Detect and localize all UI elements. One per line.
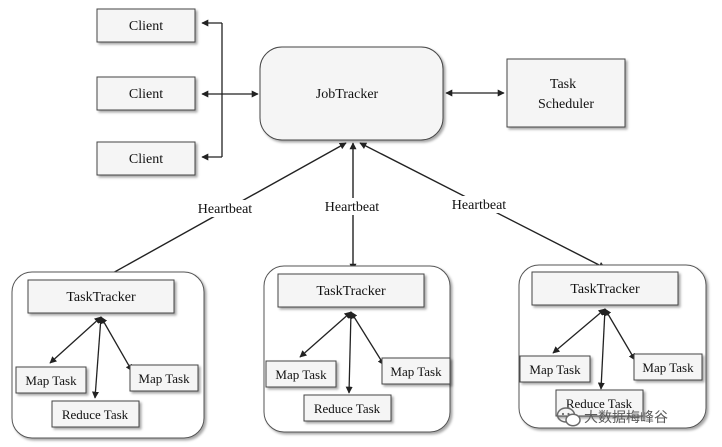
tasktracker-node-1: TaskTracker Map Task Map Task Reduce Tas… xyxy=(11,271,205,439)
heartbeat-labels: Heartbeat Heartbeat Heartbeat xyxy=(194,196,510,217)
heartbeat-label-3: Heartbeat xyxy=(452,198,507,213)
map-task-label: Map Task xyxy=(138,371,190,386)
heartbeat-label-2: Heartbeat xyxy=(325,200,380,215)
map-task-label: Map Task xyxy=(275,367,327,382)
tasktracker-label: TaskTracker xyxy=(316,284,386,299)
watermark-text: 大数据梅峰谷 xyxy=(584,410,668,426)
reduce-task-label: Reduce Task xyxy=(566,396,633,411)
tasktracker-node-3: TaskTracker Map Task Map Task Reduce Tas… xyxy=(518,264,707,429)
map-task-label: Map Task xyxy=(642,360,694,375)
tasktracker-label: TaskTracker xyxy=(66,290,136,305)
reduce-task-label: Reduce Task xyxy=(62,407,129,422)
client-box-1: Client xyxy=(96,8,196,43)
map-task-label: Map Task xyxy=(390,364,442,379)
client-label: Client xyxy=(129,19,163,34)
tasktracker-node-2: TaskTracker Map Task Map Task Reduce Tas… xyxy=(263,265,451,433)
map-task-label: Map Task xyxy=(25,373,77,388)
client-label: Client xyxy=(129,87,163,102)
map-task-label: Map Task xyxy=(529,362,581,377)
heartbeat-label-1: Heartbeat xyxy=(198,202,253,217)
client-connector xyxy=(201,19,259,161)
tasktracker-label: TaskTracker xyxy=(570,282,640,297)
scheduler-label-line1: Task xyxy=(550,77,576,92)
client-box-3: Client xyxy=(96,141,196,176)
client-box-2: Client xyxy=(96,76,196,111)
scheduler-label-line2: Scheduler xyxy=(538,97,594,112)
jobtracker-box: JobTracker xyxy=(259,46,444,141)
watermark: 大数据梅峰谷 xyxy=(556,406,668,428)
task-scheduler-box: Task Scheduler xyxy=(506,58,626,128)
client-label: Client xyxy=(129,152,163,167)
reduce-task-label: Reduce Task xyxy=(314,401,381,416)
wechat-icon xyxy=(556,407,581,427)
jobtracker-label: JobTracker xyxy=(316,87,379,102)
